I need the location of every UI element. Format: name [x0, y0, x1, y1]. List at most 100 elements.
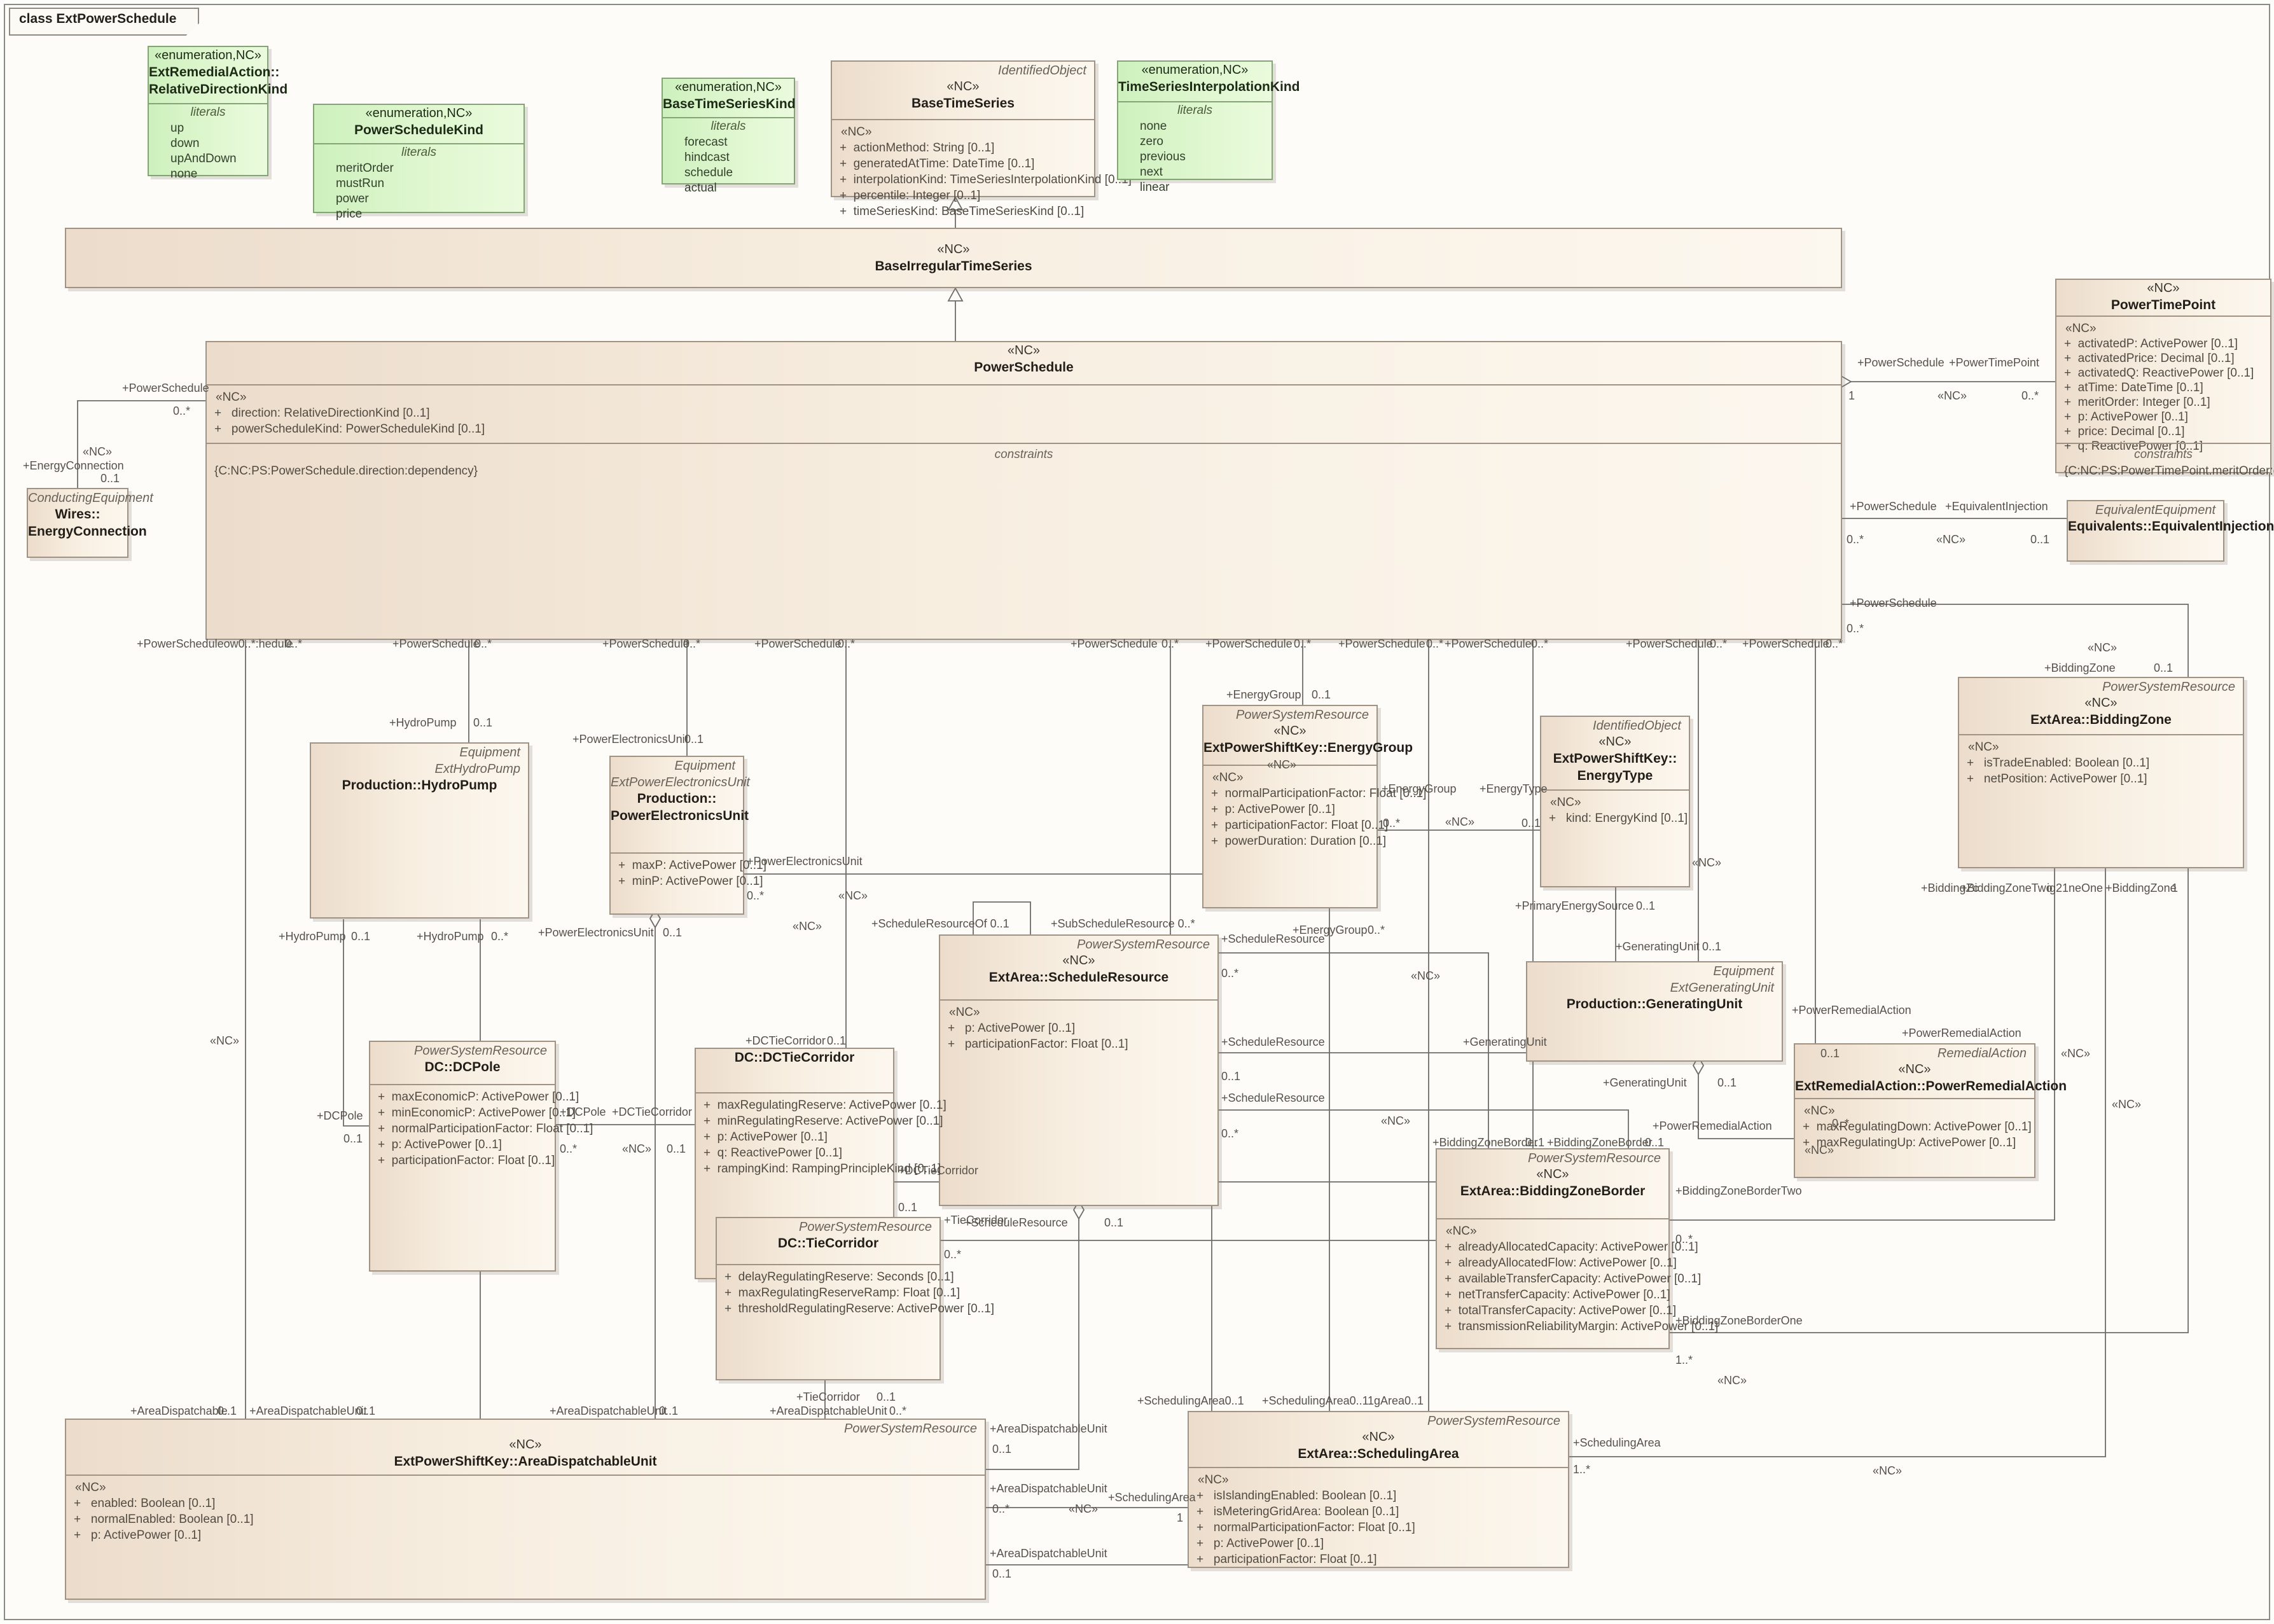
parent-class-label: Equipment [674, 759, 735, 773]
attribute-row: + isMeteringGridArea: Boolean [0..1] [1196, 1505, 1399, 1518]
association-label: +SchedulingArea0..1 [1137, 1394, 1244, 1407]
class-box-relative-direction-kind[interactable]: «enumeration,NC»ExtRemedialAction::Relat… [148, 46, 288, 181]
constraint-text: {C:NC:PS:PowerTimePoint.meritOrder:depen… [2064, 464, 2274, 478]
association-label: 0..1 [1702, 940, 1722, 953]
class-box-scheduling-area[interactable]: PowerSystemResource«NC»ExtArea::Scheduli… [1188, 1411, 1569, 1568]
attribute-row: + p: ActivePower [0..1] [378, 1138, 502, 1151]
association-label: +EnergyGroup [1226, 688, 1301, 701]
class-box-power-time-point[interactable]: «NC»PowerTimePoint«NC»+ activatedP: Acti… [2055, 279, 2274, 478]
association-label: +TieCorridor [944, 1214, 1008, 1226]
class-header: «enumeration,NC»BaseTimeSeriesKind [663, 79, 796, 113]
association-label: «NC» [1936, 533, 1966, 546]
class-name: RelativeDirectionKind [149, 82, 288, 97]
stereotype-label: «NC» [1362, 1430, 1395, 1444]
class-box-schedule-resource[interactable]: PowerSystemResource«NC»ExtArea::Schedule… [939, 934, 1219, 1206]
class-box-base-time-series[interactable]: IdentifiedObject«NC»BaseTimeSeries«NC»+ … [831, 60, 1132, 218]
association-label: +SchedulingArea [1108, 1491, 1196, 1504]
association-label: 0..1 [1645, 1136, 1665, 1149]
constraints-label: constraints [2134, 448, 2193, 461]
association-label: +BiddingZone [2044, 662, 2116, 674]
attribute-row: + normalParticipationFactor: Float [0..1… [1211, 787, 1427, 800]
class-box-power-remedial-action[interactable]: RemedialAction«NC»ExtRemedialAction::Pow… [1794, 1043, 2067, 1178]
attribute-row: + maxRegulatingDown: ActivePower [0..1] [1803, 1120, 2032, 1134]
association-label: 0..* [1826, 637, 1843, 650]
association-label: +ScheduleResource [964, 1216, 1068, 1229]
association-label: 0..* [838, 637, 856, 650]
attribute-row: + normalParticipationFactor: Float [0..1… [378, 1122, 593, 1135]
association-label: +EquivalentInjection [1945, 500, 2048, 513]
association-label: +AreaDispatchableUnit [249, 1405, 367, 1417]
association-label: 0..1 [1312, 688, 1331, 701]
association-label: 0..* [747, 889, 765, 902]
stereotype-label: «NC» [2147, 281, 2180, 295]
attributes-section: + delayRegulatingReserve: Seconds [0..1]… [717, 1264, 994, 1317]
association-label: +PowerElectronicsUnit [538, 926, 654, 939]
class-name: BaseTimeSeriesKind [663, 97, 796, 111]
association-label: +EnergyGroup [1293, 924, 1368, 936]
association-label: +AreaDispatchableUnit [990, 1547, 1107, 1560]
class-header: PowerSystemResource«NC»ExtArea::Schedule… [940, 936, 1217, 986]
association-label: +PowerSchedule [392, 637, 480, 650]
class-box-bidding-zone[interactable]: PowerSystemResource«NC»ExtArea::BiddingZ… [1958, 677, 2244, 868]
class-header: «enumeration,NC»ExtRemedialAction::Relat… [149, 47, 288, 98]
attributes-stereotype: «NC» [1212, 771, 1244, 784]
class-name: PowerScheduleKind [354, 123, 484, 137]
association-label: +BiddingZoneBorder [1432, 1136, 1538, 1149]
association-label: 0..1 [1820, 1047, 1840, 1060]
association-label: «NC» [1873, 1464, 1903, 1477]
attribute-row: + maxEconomicP: ActivePower [0..1] [378, 1090, 579, 1104]
class-name: Equivalents::EquivalentInjection [2068, 519, 2274, 534]
diagram-title: class ExtPowerSchedule [19, 11, 177, 26]
association-label: 1..* [1675, 1354, 1693, 1366]
class-box-energy-type[interactable]: IdentifiedObject«NC»ExtPowerShiftKey::En… [1540, 716, 1690, 887]
class-box-bidding-zone-border[interactable]: PowerSystemResource«NC»ExtArea::BiddingZ… [1436, 1148, 1718, 1349]
class-box-time-series-interpolation-kind[interactable]: «enumeration,NC»TimeSeriesInterpolationK… [1117, 60, 1300, 194]
class-box-energy-group[interactable]: PowerSystemResource«NC»ExtPowerShiftKey:… [1202, 705, 1427, 908]
enum-literal: linear [1140, 181, 1170, 194]
class-name: EnergyType [1577, 768, 1653, 783]
literals-label: literals [190, 106, 226, 119]
class-box-power-schedule[interactable]: «NC»PowerSchedule«NC»+ direction: Relati… [205, 341, 1842, 640]
class-box-area-dispatchable-unit[interactable]: PowerSystemResource«NC»ExtPowerShiftKey:… [65, 1419, 986, 1600]
stereotype-label: «enumeration,NC» [365, 106, 473, 120]
parent-class-label: PowerSystemResource [1427, 1414, 1560, 1428]
association-label: +EnergyType [1480, 782, 1548, 795]
association-label: +PowerSchedule [1742, 637, 1829, 650]
association-label: «NC» [1445, 815, 1475, 828]
class-name: ExtArea::SchedulingArea [1298, 1447, 1459, 1461]
parent-class-label: PowerSystemResource [799, 1220, 932, 1234]
attributes-stereotype: «NC» [841, 125, 872, 139]
attributes-section: «NC»+ activatedP: ActivePower [0..1]+ ac… [2056, 316, 2270, 454]
association-label: +BiddingZc [1921, 882, 1979, 894]
association-label: 0..* [1368, 924, 1385, 936]
enum-literal: forecast [684, 135, 728, 149]
attribute-row: + timeSeriesKind: BaseTimeSeriesKind [0.… [840, 205, 1085, 218]
attribute-row: + actionMethod: String [0..1] [840, 141, 995, 155]
association-label: 0..* [1221, 1127, 1239, 1140]
class-name: DC::DCTieCorridor [734, 1050, 855, 1065]
class-header: IdentifiedObject«NC»ExtPowerShiftKey::En… [1541, 717, 1689, 784]
attributes-section: «NC»+ isTradeEnabled: Boolean [0..1]+ ne… [1959, 734, 2243, 787]
association-label: +PowerScheduleow0..*:hedule [137, 637, 293, 650]
attribute-row: + netTransferCapacity: ActivePower [0..1… [1445, 1288, 1670, 1301]
connector-line [1842, 604, 2189, 677]
attributes-section: + maxEconomicP: ActivePower [0..1]+ minE… [370, 1084, 593, 1169]
parent-class-label: EquivalentEquipment [2095, 503, 2215, 517]
enum-literal: meritOrder [336, 162, 394, 175]
association-label: 0..* [1383, 817, 1401, 829]
attribute-row: + maxP: ActivePower [0..1] [618, 859, 766, 872]
connector-line [1670, 868, 2189, 1333]
class-box-base-irregular-time-series[interactable]: «NC»BaseIrregularTimeSeries [65, 228, 1842, 288]
association-label: +PowerRemedialAction [1792, 1004, 1911, 1017]
class-name: Production::GeneratingUnit [1566, 997, 1743, 1011]
